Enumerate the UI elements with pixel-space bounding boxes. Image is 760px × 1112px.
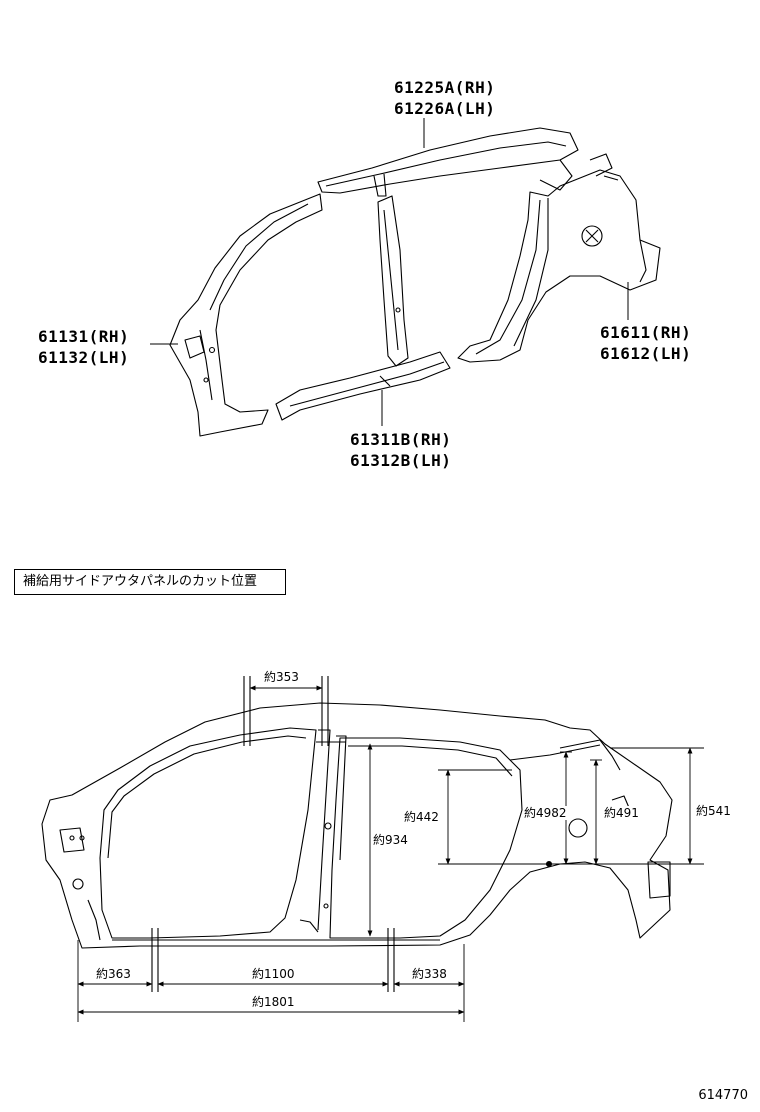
figure-number: 614770: [698, 1088, 748, 1103]
rocker-rh: 61311B(RH): [350, 430, 452, 449]
rear-door-opening: [329, 737, 523, 939]
cut-position-view: [41, 702, 673, 949]
outer-body-outline: [41, 702, 673, 949]
dim-338: 約338: [412, 967, 447, 981]
front-door-opening: [99, 727, 317, 939]
cut-markers: [151, 676, 395, 992]
rocker-lh: 61312B(LH): [350, 451, 452, 470]
front-pillar-part: [169, 193, 323, 437]
rocker-part-number: 61311B(RH) 61312B(LH): [350, 429, 451, 471]
dimension-lines: [77, 685, 704, 1022]
roof-rail-rh: 61225A(RH): [394, 78, 496, 97]
cut-position-caption: 補給用サイドアウタパネルのカット位置: [14, 569, 286, 595]
rocker-part: [275, 351, 451, 421]
quarter-panel-part-number: 61611(RH) 61612(LH): [600, 322, 691, 364]
dim-442: 約442: [404, 810, 439, 824]
exploded-side-panel: [150, 118, 661, 437]
dim-353: 約353: [264, 670, 299, 684]
roof-rail-part: [317, 127, 579, 197]
dim-541: 約541: [696, 804, 731, 818]
quarter-panel-rh: 61611(RH): [600, 323, 692, 342]
front-pillar-rh: 61131(RH): [38, 327, 130, 346]
front-pillar-lh: 61132(LH): [38, 348, 130, 367]
center-pillar-part: [377, 195, 409, 367]
dim-1100: 約1100: [252, 967, 295, 981]
dim-363: 約363: [96, 967, 131, 981]
quarter-panel-part: [457, 153, 661, 363]
roof-rail-lh: 61226A(LH): [394, 99, 496, 118]
dim-1801: 約1801: [252, 995, 295, 1009]
leader-lines: [150, 118, 629, 426]
dim-491: 約491: [604, 806, 639, 820]
dim-934: 約934: [373, 833, 408, 847]
quarter-panel-lh: 61612(LH): [600, 344, 692, 363]
dim-4982: 約4982: [524, 806, 567, 820]
roof-rail-part-number: 61225A(RH) 61226A(LH): [394, 77, 495, 119]
front-pillar-part-number: 61131(RH) 61132(LH): [38, 326, 129, 368]
